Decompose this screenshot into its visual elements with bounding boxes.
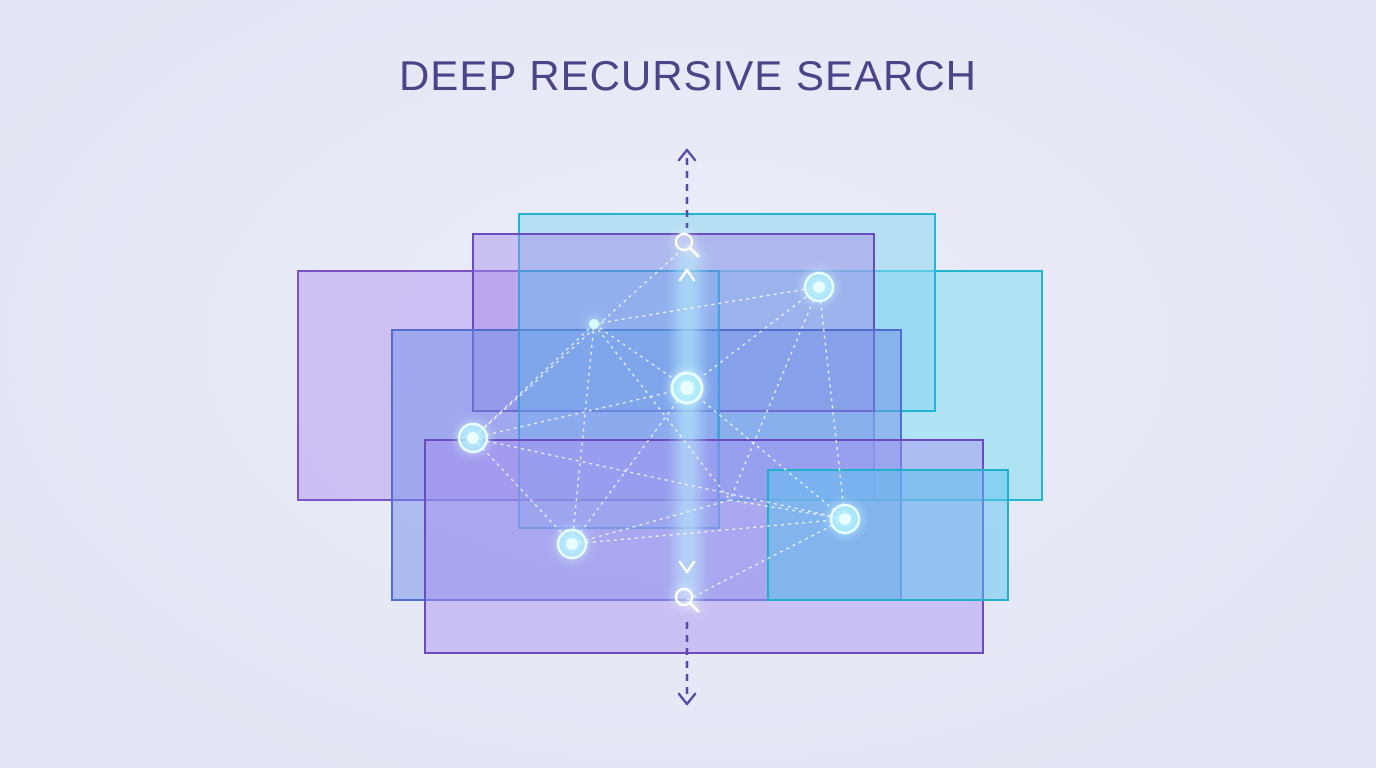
edge <box>593 323 688 389</box>
edge <box>472 244 688 439</box>
edge <box>729 499 846 520</box>
arrow-down-icon <box>677 692 697 706</box>
edge <box>593 286 820 325</box>
arrow-up-icon <box>677 148 697 162</box>
node-icon <box>556 528 588 560</box>
central-axis <box>677 148 697 706</box>
node-icon <box>670 371 704 405</box>
node-icon <box>829 503 861 535</box>
edge <box>472 437 573 545</box>
edge <box>686 518 846 601</box>
node-icon <box>589 319 599 329</box>
arrow-down-icon <box>678 560 696 574</box>
edge <box>571 387 688 545</box>
edge <box>593 323 731 501</box>
layer-panels <box>297 213 1043 654</box>
edge <box>571 323 595 545</box>
node-icon <box>803 271 835 303</box>
network-edges <box>472 244 846 601</box>
edge <box>472 387 688 439</box>
layer-cyan-bottom-right <box>767 469 1009 601</box>
network-nodes <box>457 271 861 560</box>
arrow-up-icon <box>678 268 696 282</box>
search-icon <box>674 587 700 613</box>
search-icon <box>674 232 700 258</box>
node-icon <box>457 422 489 454</box>
edge <box>472 437 846 520</box>
diagram-title: DEEP RECURSIVE SEARCH <box>398 52 978 99</box>
